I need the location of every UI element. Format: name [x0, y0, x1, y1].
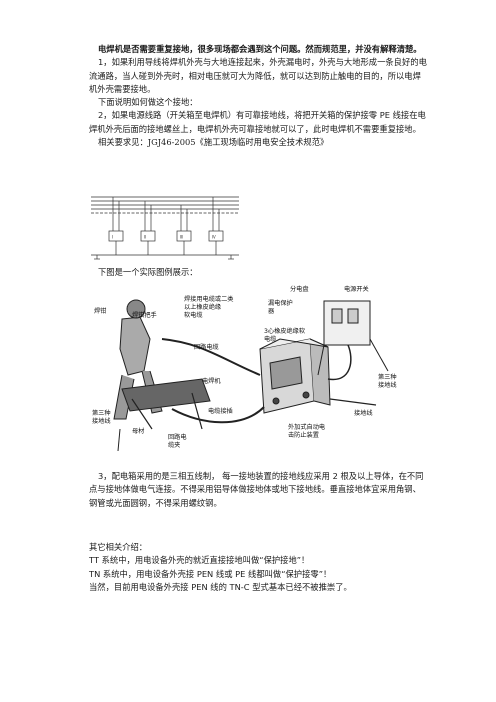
- fig-label-ground-third-r1: 第三种: [378, 373, 397, 381]
- fig-label-cable-note-2: 以上橡皮绝缘: [184, 303, 221, 311]
- paragraph-3: 3，配电箱采用的是三相五线制， 每一接地装置的接地线应采用 2 根及以上导体，在…: [89, 471, 424, 508]
- fig-label-ground-third-l1: 第三种: [92, 409, 111, 417]
- other-title: 其它相关介绍：: [89, 542, 148, 552]
- fig-label-pliers: 焊钳: [94, 307, 106, 315]
- welding-setup-figure: 焊钳 焊钳把手 焊接用电缆或二类 以上橡皮绝缘 软电缆 回路电缆 电焊机 电缆接…: [92, 285, 397, 452]
- paragraph-reference: 相关要求见：JGJ46-2005《施工现场临时用电安全技术规范》: [98, 137, 329, 148]
- other-section: 其它相关介绍： TT 系统中，用电设备外壳的就近直接接地叫做“保护接地”！ TN…: [89, 541, 429, 594]
- main-text-bottom: 3，配电箱采用的是三相五线制， 每一接地装置的接地线应采用 2 根及以上导体，在…: [89, 470, 429, 510]
- paragraph-example: 下图是一个实际图例展示：: [98, 267, 198, 277]
- fig-label-pliers-handle: 焊钳把手: [132, 311, 157, 319]
- schematic-label-2: Ⅱ: [144, 235, 146, 240]
- tn-system: TN 系统中，用电设备外壳接 PEN 线或 PE 线都叫做“保护接零”！: [89, 568, 332, 579]
- fig-label-branch: 分电盘: [290, 285, 309, 293]
- tnc-system: 当然，目前用电设备外壳接 PEN 线的 TN-C 型式基本已经不被推崇了。: [89, 581, 352, 592]
- schematic-label-1: Ⅰ: [112, 235, 113, 240]
- fig-label-core-cable-l2: 电缆: [264, 335, 276, 343]
- paragraph-intro: 下面说明如何做这个接地：: [98, 97, 198, 108]
- fig-label-cable-joint: 电缆接插: [208, 407, 233, 415]
- wiring-schematic: Ⅰ Ⅱ Ⅲ Ⅳ: [91, 196, 239, 260]
- document-title: 电焊机是否需要重复接地，很多现场都会遇到这个问题。然而规范里，并没有解释清楚。: [98, 44, 422, 54]
- tt-system: TT 系统中，用电设备外壳的就近直接接地叫做“保护接地”！: [89, 555, 310, 566]
- paragraph-2: 2，如果电源线路（开关箱至电焊机）有可靠接地线，将把开关箱的保护接零 PE 线接…: [89, 110, 426, 134]
- fig-label-return-cable: 回路电缆: [194, 343, 219, 351]
- paragraph-1: 1，如果利用导线将焊机外壳与大地连接起来，外壳漏电时，外壳与大地形成一条良好的电…: [89, 57, 427, 94]
- fig-label-leak-breaker-l2: 器: [268, 308, 275, 315]
- fig-label-clamp-l1: 回路电: [168, 433, 187, 441]
- schematic-label-4: Ⅳ: [212, 235, 216, 240]
- fig-label-welder: 电焊机: [202, 377, 221, 385]
- fig-label-clamp-l2: 缆夹: [168, 441, 180, 449]
- schematic-label-3: Ⅲ: [180, 235, 183, 240]
- fig-label-workpiece: 母材: [132, 427, 144, 435]
- fig-label-auto-device-l2: 击防止装置: [288, 431, 319, 439]
- fig-label-leak-breaker-l1: 漏电保护: [268, 299, 293, 307]
- fig-label-core-cable-l1: 3心橡皮绝缘软: [264, 327, 305, 335]
- fig-label-ground-line: 接地线: [354, 409, 373, 417]
- fig-label-auto-device-l1: 外加式自动电: [288, 423, 325, 431]
- fig-label-ground-third-r2: 接地线: [378, 381, 397, 389]
- fig-label-cable-note-3: 软电缆: [184, 311, 203, 319]
- main-text-top: 电焊机是否需要重复接地，很多现场都会遇到这个问题。然而规范里，并没有解释清楚。 …: [89, 43, 429, 149]
- fig-label-cable-note-1: 焊接用电缆或二类: [184, 295, 234, 303]
- fig-label-power-switch: 电源开关: [344, 285, 369, 293]
- fig-label-ground-third-l2: 接地线: [92, 417, 111, 425]
